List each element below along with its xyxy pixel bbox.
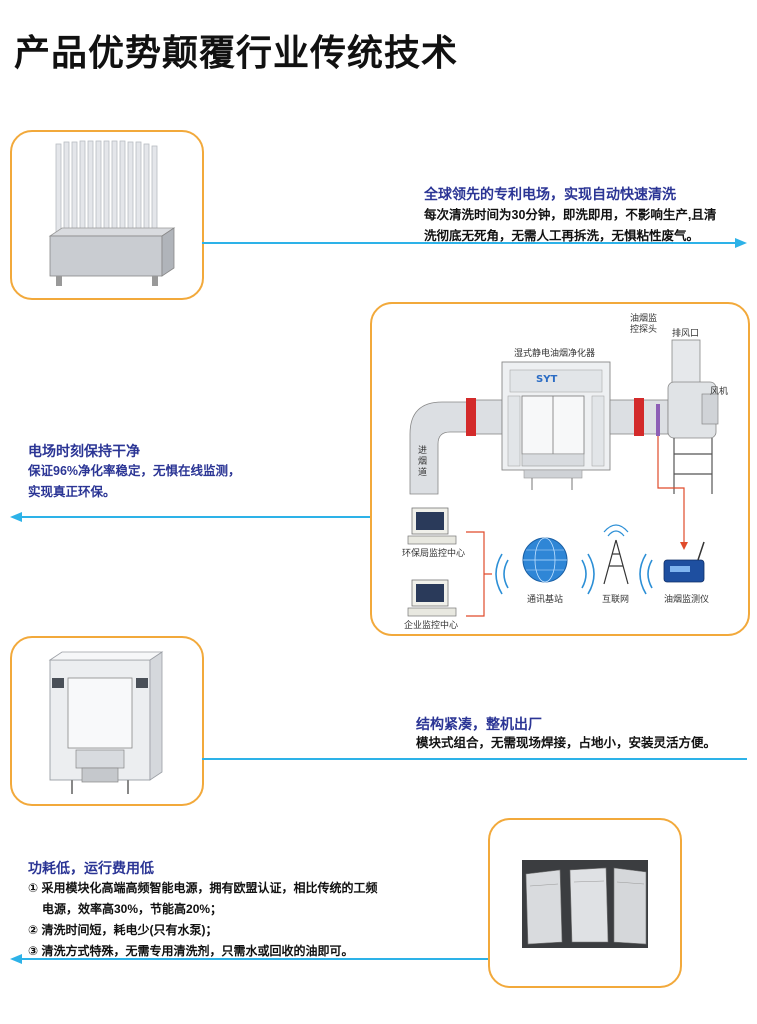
monitoring-system-diagram: SYT bbox=[407, 339, 719, 617]
connector-line-2 bbox=[20, 516, 370, 518]
arrow-right-icon bbox=[735, 238, 747, 248]
tower-icon bbox=[603, 524, 629, 585]
connector-line-4 bbox=[20, 958, 488, 960]
feature-2-body: 保证96%净化率稳定，无惧在线监测， 实现真正环保。 bbox=[28, 461, 241, 503]
feature-2-title: 电场时刻保持干净 bbox=[28, 443, 140, 459]
probe-label: 油烟监 控探头 bbox=[630, 314, 657, 336]
connector-line-3 bbox=[202, 758, 747, 760]
page-title: 产品优势颠覆行业传统技术 bbox=[14, 32, 459, 73]
exhaust-label: 排风口 bbox=[672, 329, 700, 339]
feature-2-line-2: 实现真正环保。 bbox=[28, 485, 116, 499]
center1-label: 环保局监控中心 bbox=[402, 549, 466, 559]
feature-4-item-1-cont: 电源，效率高30%，节能高20%； bbox=[42, 902, 223, 916]
computer-icon-2 bbox=[407, 579, 457, 617]
inlet-label: 进 烟 道 bbox=[418, 446, 427, 479]
feature-4-title: 功耗低，运行费用低 bbox=[28, 860, 154, 876]
electrostatic-field-illustration bbox=[48, 140, 176, 286]
inlet-label-char-1: 进 bbox=[418, 446, 428, 456]
feature-4-item-3: ③ 清洗方式特殊，无需专用清洗剂，只需水或回收的油即可。 bbox=[28, 944, 354, 958]
arrow-left-icon bbox=[10, 512, 22, 522]
feature-3-body: 模块式组合，无需现场焊接，占地小，安装灵活方便。 bbox=[416, 733, 716, 754]
center2-label: 企业监控中心 bbox=[404, 621, 459, 631]
station-label: 通讯基站 bbox=[527, 595, 564, 605]
feature-4-list: ① 采用模块化高端高频智能电源，拥有欧盟认证，相比传统的工频 电源，效率高30%… bbox=[28, 878, 378, 962]
probe-label-line-2: 控探头 bbox=[630, 325, 658, 335]
computer-icon-1 bbox=[407, 507, 457, 545]
feature-3-title: 结构紧凑，整机出厂 bbox=[416, 716, 542, 732]
brand-logo: SYT bbox=[536, 374, 557, 385]
inlet-label-char-2: 烟 bbox=[418, 457, 428, 467]
feature-2-line-1: 保证96%净化率稳定，无惧在线监测， bbox=[28, 464, 241, 478]
product-image-frame-3 bbox=[10, 636, 204, 806]
feature-4-item-1: ① 采用模块化高端高频智能电源，拥有欧盟认证，相比传统的工频 bbox=[28, 881, 378, 895]
feature-1-line-2: 洗彻底无死角，无需人工再拆洗，无惧粘性废气。 bbox=[424, 229, 700, 243]
globe-icon bbox=[522, 537, 568, 583]
inlet-label-char-3: 道 bbox=[418, 468, 428, 478]
power-supply-photo bbox=[522, 860, 648, 948]
monitor-device-icon bbox=[663, 541, 705, 583]
feature-1-body: 每次清洗时间为30分钟，即洗即用，不影响生产,且清 洗彻底无死角，无需人工再拆洗… bbox=[424, 205, 716, 247]
feature-1-title: 全球领先的专利电场，实现自动快速清洗 bbox=[424, 186, 676, 202]
arrow-left-icon-2 bbox=[10, 954, 22, 964]
probe-label-line-1: 油烟监 bbox=[630, 314, 658, 324]
feature-3-line-1: 模块式组合，无需现场焊接，占地小，安装灵活方便。 bbox=[416, 736, 717, 750]
purifier-machine-illustration bbox=[48, 651, 164, 794]
internet-label: 互联网 bbox=[602, 595, 630, 605]
product-image-frame-4 bbox=[488, 818, 682, 988]
feature-1-line-1: 每次清洗时间为30分钟，即洗即用，不影响生产,且清 bbox=[424, 208, 717, 222]
connector-line-1 bbox=[202, 242, 735, 244]
monitor-label: 油烟监测仪 bbox=[664, 595, 710, 605]
monitoring-diagram-frame: SYT bbox=[370, 302, 750, 636]
feature-4-item-2: ② 清洗时间短，耗电少(只有水泵)； bbox=[28, 923, 218, 937]
purifier-label: 湿式静电油烟净化器 bbox=[514, 349, 596, 359]
fan-label: 风机 bbox=[710, 387, 729, 397]
product-image-frame-1 bbox=[10, 130, 204, 300]
